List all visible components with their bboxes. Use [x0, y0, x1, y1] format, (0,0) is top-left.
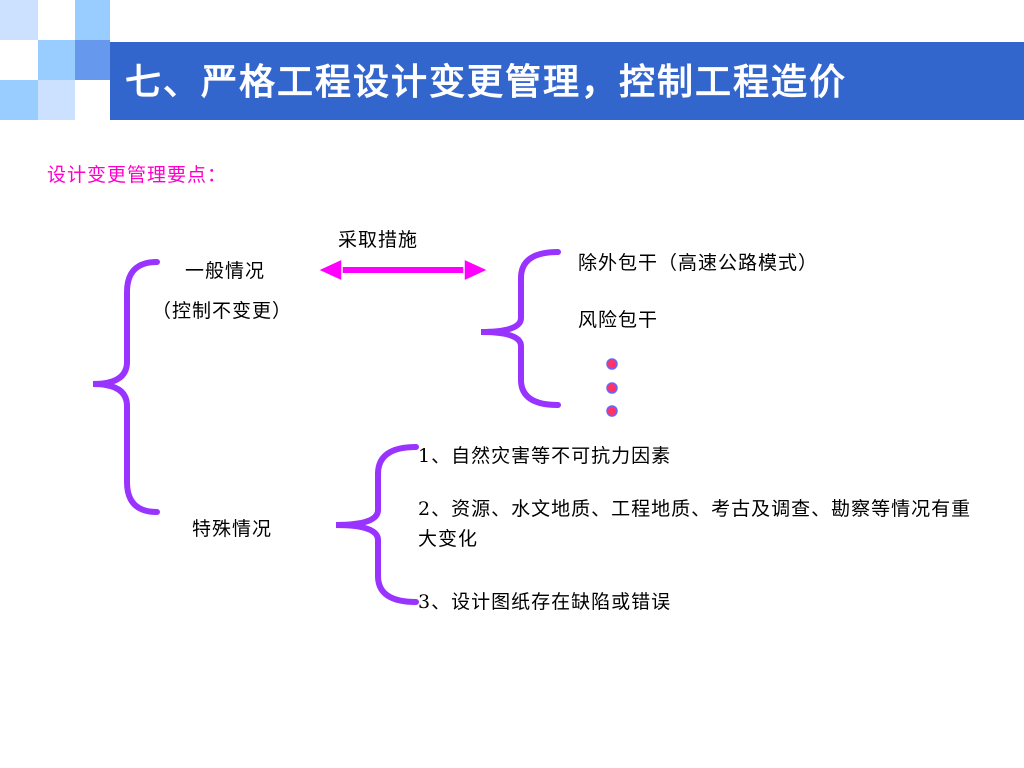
slide-subtitle: 设计变更管理要点： — [47, 164, 228, 186]
arrow-label: 采取措施 — [338, 229, 419, 251]
ellipsis-dot — [606, 405, 618, 417]
decor-square-2 — [75, 0, 110, 40]
ellipsis-dot — [606, 358, 618, 370]
special-item: 1、自然灾害等不可抗力因素 — [418, 445, 672, 467]
decor-square-4 — [75, 40, 110, 80]
ellipsis-dot — [606, 382, 618, 394]
main-brace — [92, 259, 160, 515]
decor-square-1 — [0, 0, 38, 40]
decor-square-5 — [0, 80, 38, 120]
measures-brace — [480, 249, 561, 408]
special-item: 3、设计图纸存在缺陷或错误 — [418, 591, 672, 613]
decor-square-6 — [38, 80, 75, 120]
measure-item: 风险包干 — [578, 309, 659, 331]
measure-item: 除外包干（高速公路模式） — [578, 252, 819, 274]
double-arrow-icon — [316, 257, 490, 283]
decor-square-3 — [38, 40, 75, 80]
special-item: 2、资源、水文地质、工程地质、考古及调查、勘察等情况有重大变化 — [418, 498, 972, 550]
slide-title: 七、严格工程设计变更管理，控制工程造价 — [125, 61, 848, 103]
general-case-label: 一般情况 — [185, 260, 266, 282]
title-bar — [110, 42, 1024, 120]
special-case-label: 特殊情况 — [192, 518, 273, 540]
special-brace — [335, 444, 419, 605]
general-case-note: （控制不变更） — [152, 300, 293, 322]
